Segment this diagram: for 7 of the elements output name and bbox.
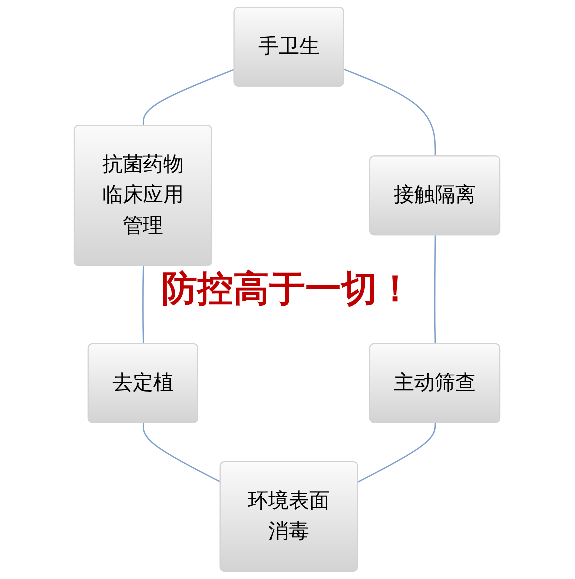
connector: [143, 423, 222, 483]
slogan-text: 防控高于一切！: [161, 268, 414, 312]
connector: [358, 423, 436, 483]
connector: [143, 68, 236, 126]
connector: [344, 68, 436, 157]
connector: [142, 266, 145, 344]
connector: [434, 236, 436, 344]
